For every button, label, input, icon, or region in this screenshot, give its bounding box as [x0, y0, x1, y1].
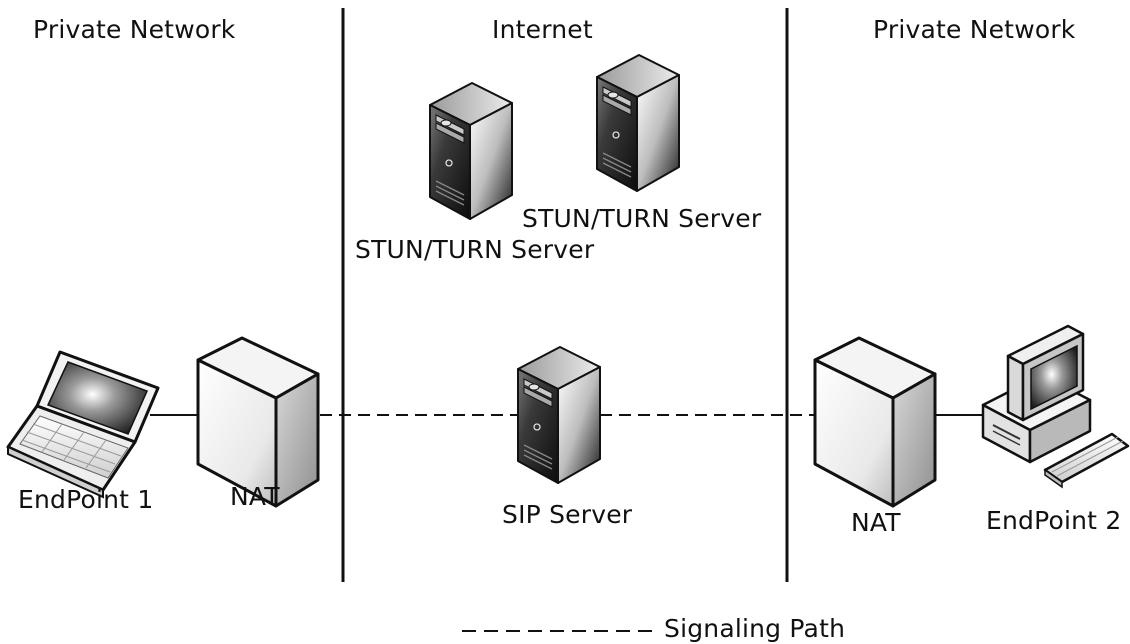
sip-server-icon [517, 346, 601, 484]
sip-server-label: SIP Server [502, 500, 633, 529]
nat-right-label: NAT [851, 508, 901, 537]
legend-signaling-label: Signaling Path [664, 614, 846, 643]
laptop-icon [6, 350, 160, 499]
stun-turn-server-1-icon [429, 82, 513, 220]
zone-label-right: Private Network [873, 15, 1076, 44]
endpoint-2-label: EndPoint 2 [986, 506, 1122, 535]
stun-turn-server-2-icon [596, 54, 680, 192]
zone-label-left: Private Network [33, 15, 236, 44]
stun-turn-server-1-label: STUN/TURN Server [355, 235, 595, 264]
endpoint-1-label: EndPoint 1 [18, 485, 154, 514]
nat-left-label: NAT [230, 482, 280, 511]
desktop-computer-icon [981, 324, 1130, 489]
nat-box-right-icon [813, 336, 937, 508]
nat-box-left-icon [196, 336, 320, 508]
stun-turn-server-2-label: STUN/TURN Server [522, 204, 762, 233]
zone-label-internet: Internet [492, 15, 593, 44]
